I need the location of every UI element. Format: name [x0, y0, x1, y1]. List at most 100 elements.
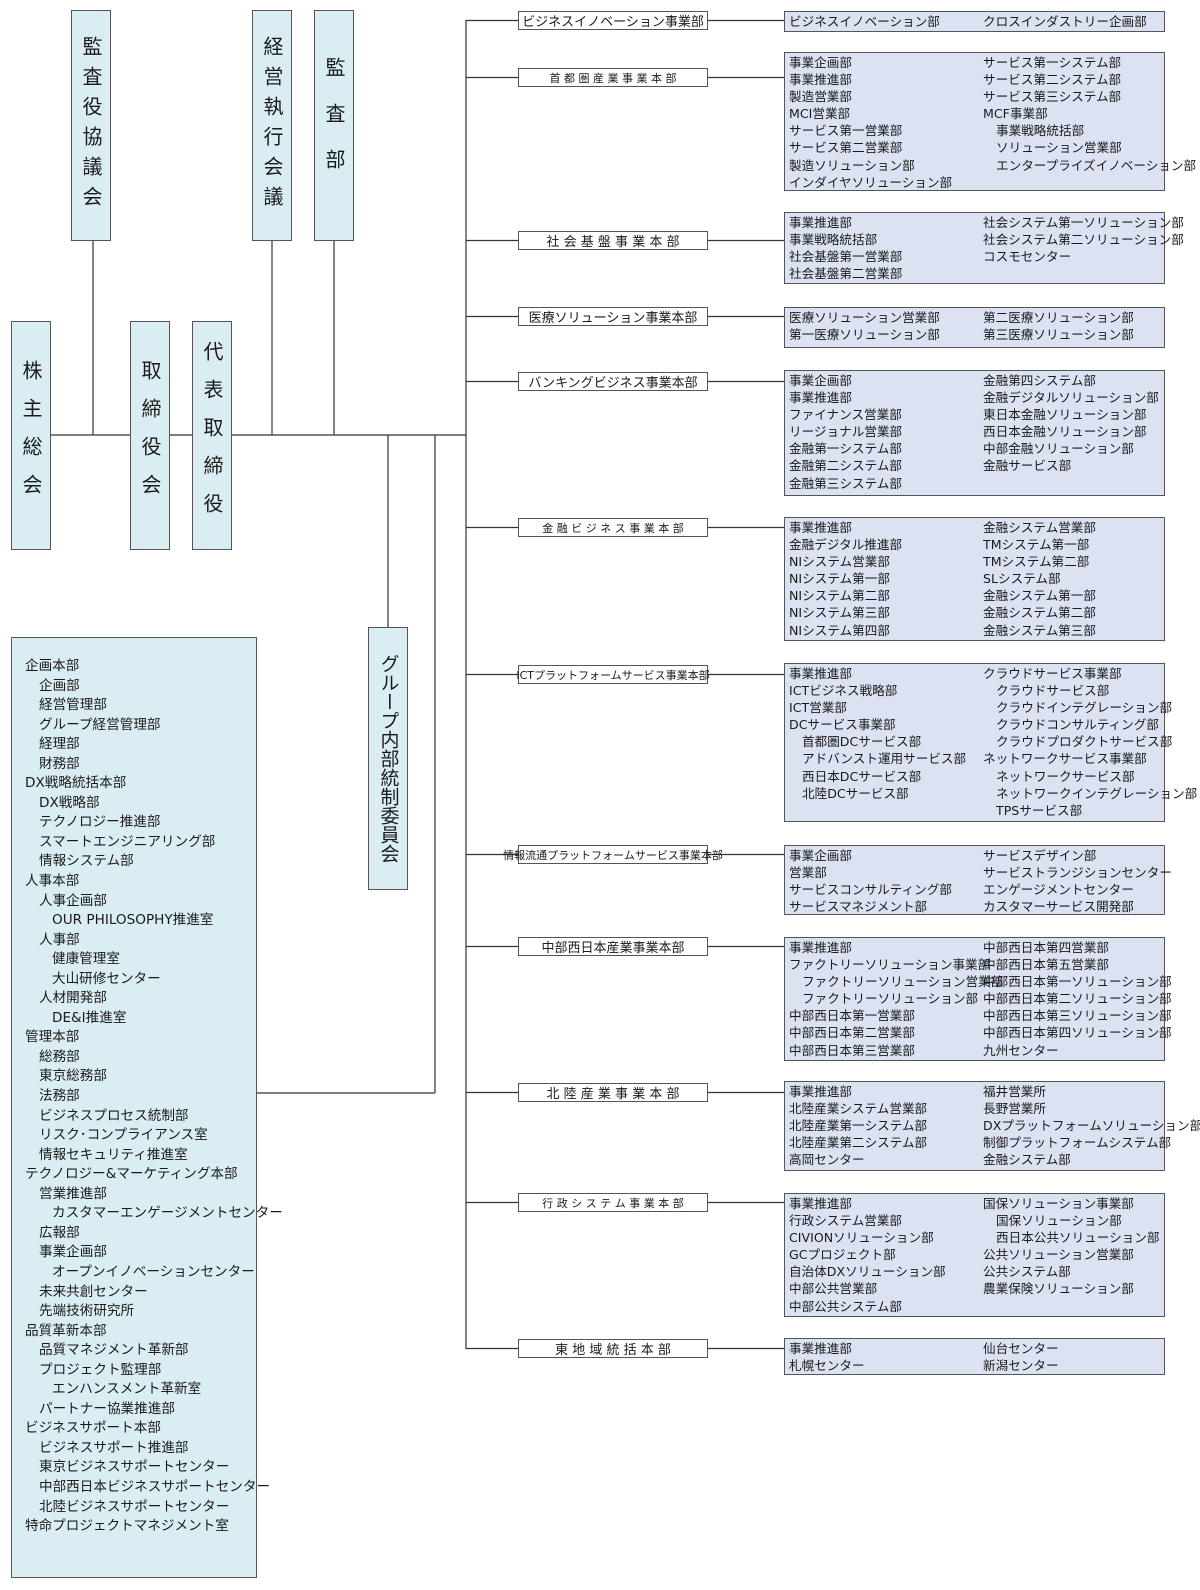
- unit-item: インダイヤソリューション部: [789, 174, 953, 190]
- unit-item: 事業企画部: [789, 373, 852, 388]
- unit-item: 営業推進部: [39, 1185, 107, 1202]
- unit-item: テクノロジー推進部: [39, 814, 161, 831]
- unit-item: 未来共創センター: [39, 1283, 148, 1300]
- units-right-column: 金融第四システム部金融デジタルソリューション部東日本金融ソリューション部西日本金…: [983, 372, 1160, 492]
- unit-item: NIシステム第一部: [789, 571, 890, 587]
- unit-item: ビジネスイノベーション部: [789, 14, 940, 29]
- units-right-column: 仙台センター新潟センター: [983, 1340, 1160, 1374]
- unit-item: サービス第一営業部: [789, 123, 903, 139]
- unit-item: 西日本DCサービス部: [802, 768, 922, 784]
- unit-item: 制御プラットフォームシステム部: [983, 1135, 1172, 1151]
- unit-item: カスタマーエンゲージメントセンター: [52, 1205, 283, 1222]
- unit-item: 金融システム第二部: [983, 605, 1096, 621]
- unit-item: 北陸産業第一システム部: [789, 1118, 928, 1134]
- units-left-column: 事業推進部北陸産業システム営業部北陸産業第一システム部北陸産業第二システム部高岡…: [789, 1083, 983, 1168]
- division-label: ビジネスイノベーション事業部: [518, 11, 708, 30]
- board-box: 取締役会: [130, 321, 170, 550]
- unit-item: 北陸産業第二システム部: [789, 1135, 928, 1151]
- division-units-box: 事業推進部北陸産業システム営業部北陸産業第一システム部北陸産業第二システム部高岡…: [784, 1081, 1200, 1171]
- unit-item: 西日本公共ソリューション部: [996, 1230, 1160, 1246]
- unit-item: サービス第三システム部: [983, 89, 1122, 105]
- unit-item: 国保ソリューション部: [996, 1213, 1122, 1229]
- unit-item: カスタマーサービス開発部: [983, 899, 1134, 915]
- division-label: 北 陸 産 業 事 業 本 部: [518, 1083, 708, 1102]
- units-left-column: 事業推進部ファクトリーソリューション事業部ファクトリーソリューション営業部ファク…: [789, 939, 1003, 1059]
- unit-item: スマートエンジニアリング部: [39, 833, 216, 850]
- unit-item: 医療ソリューション営業部: [789, 310, 940, 325]
- unit-item: クラウドコンサルティング部: [996, 717, 1159, 733]
- unit-item: オープンイノベーションセンター: [52, 1263, 255, 1280]
- executive-meeting-box: 経営執行会議: [252, 10, 292, 241]
- unit-item: 中部西日本第四ソリューション部: [983, 1025, 1172, 1041]
- unit-item: 社会システム第一ソリューション部: [983, 215, 1184, 230]
- unit-item: 高岡センター: [789, 1152, 865, 1168]
- unit-item: 自治体DXソリューション部: [789, 1264, 946, 1280]
- unit-item: 経営管理部: [39, 697, 107, 714]
- unit-item: サービス第一システム部: [983, 55, 1122, 70]
- unit-item: 総務部: [39, 1048, 80, 1065]
- unit-item: 社会基盤第二営業部: [789, 266, 903, 282]
- unit-item: 金融システム営業部: [983, 520, 1096, 535]
- division-units-box: 事業推進部札幌センター仙台センター新潟センター: [784, 1338, 1165, 1375]
- unit-item: 首都圏DCサービス部: [802, 734, 922, 750]
- auditors-council-label: 監査役協議会: [79, 35, 103, 216]
- unit-item: 中部西日本第三ソリューション部: [983, 1008, 1172, 1024]
- group-internal-control-label: グループ内部統制委員会: [377, 654, 400, 863]
- unit-item: コスモセンター: [983, 249, 1072, 265]
- unit-item: DCサービス事業部: [789, 717, 896, 733]
- president-label: 代表取締役: [200, 340, 224, 531]
- unit-item: エンゲージメントセンター: [983, 882, 1134, 898]
- unit-item: サービスデザイン部: [983, 848, 1097, 863]
- units-left-column: 医療ソリューション営業部第一医療ソリューション部: [789, 309, 983, 343]
- unit-item: 社会基盤第一営業部: [789, 249, 903, 265]
- unit-item: 事業企画部: [39, 1244, 107, 1261]
- unit-item: 大山研修センター: [52, 970, 161, 987]
- unit-item: 管理本部: [25, 1029, 80, 1046]
- unit-item: 中部金融ソリューション部: [983, 441, 1134, 457]
- division-units-box: 事業企画部営業部サービスコンサルティング部サービスマネジメント部サービスデザイン…: [784, 845, 1172, 915]
- unit-item: 中部公共営業部: [789, 1281, 878, 1297]
- unit-item: ファイナンス営業部: [789, 407, 902, 423]
- units-right-column: 第二医療ソリューション部第三医療ソリューション部: [983, 309, 1160, 343]
- unit-item: 事業推進部: [789, 940, 852, 955]
- unit-item: 仙台センター: [983, 1341, 1059, 1356]
- unit-item: DX戦略統括本部: [25, 775, 127, 792]
- division-label: ICTプラットフォームサービス事業本部: [516, 665, 710, 684]
- unit-item: 人事部: [39, 931, 80, 948]
- unit-item: 東京総務部: [39, 1068, 107, 1085]
- unit-item: 広報部: [39, 1224, 80, 1241]
- unit-item: 長野営業所: [983, 1101, 1046, 1117]
- division-units-box: 事業推進部事業戦略統括部社会基盤第一営業部社会基盤第二営業部社会システム第一ソリ…: [784, 212, 1184, 284]
- unit-item: 中部西日本ビジネスサポートセンター: [39, 1478, 271, 1495]
- unit-item: 金融第二システム部: [789, 458, 902, 474]
- unit-item: クラウドサービス部: [996, 683, 1110, 699]
- unit-item: TMシステム第一部: [983, 537, 1090, 553]
- unit-item: 品質革新本部: [25, 1322, 107, 1339]
- unit-item: 情報セキュリティ推進室: [39, 1146, 188, 1163]
- unit-item: OUR PHILOSOPHY推進室: [52, 912, 214, 929]
- division-label: 中部西日本産業事業本部: [518, 937, 708, 956]
- division-label: バンキングビジネス事業本部: [518, 372, 708, 391]
- unit-item: エンタープライズイノベーション部: [996, 157, 1197, 173]
- unit-item: DXプラットフォームソリューション部: [983, 1118, 1200, 1134]
- division-units-box: 事業推進部ファクトリーソリューション事業部ファクトリーソリューション営業部ファク…: [784, 937, 1172, 1061]
- unit-item: NIシステム第二部: [789, 588, 890, 604]
- units-left-column: 事業企画部営業部サービスコンサルティング部サービスマネジメント部: [789, 847, 983, 915]
- units-left-column: 事業推進部札幌センター: [789, 1340, 983, 1374]
- unit-item: 事業推進部: [789, 666, 852, 681]
- unit-item: 北陸DCサービス部: [802, 785, 909, 801]
- unit-item: 金融システム第一部: [983, 588, 1096, 604]
- division-label: 医療ソリューション事業本部: [518, 307, 708, 326]
- unit-item: MCI営業部: [789, 106, 851, 122]
- unit-item: 事業企画部: [789, 848, 852, 863]
- unit-item: リスク･コンプライアンス室: [39, 1127, 208, 1144]
- unit-item: 事業戦略統括部: [789, 232, 878, 248]
- unit-item: 人材開発部: [39, 990, 107, 1007]
- auditors-council-box: 監査役協議会: [71, 10, 111, 241]
